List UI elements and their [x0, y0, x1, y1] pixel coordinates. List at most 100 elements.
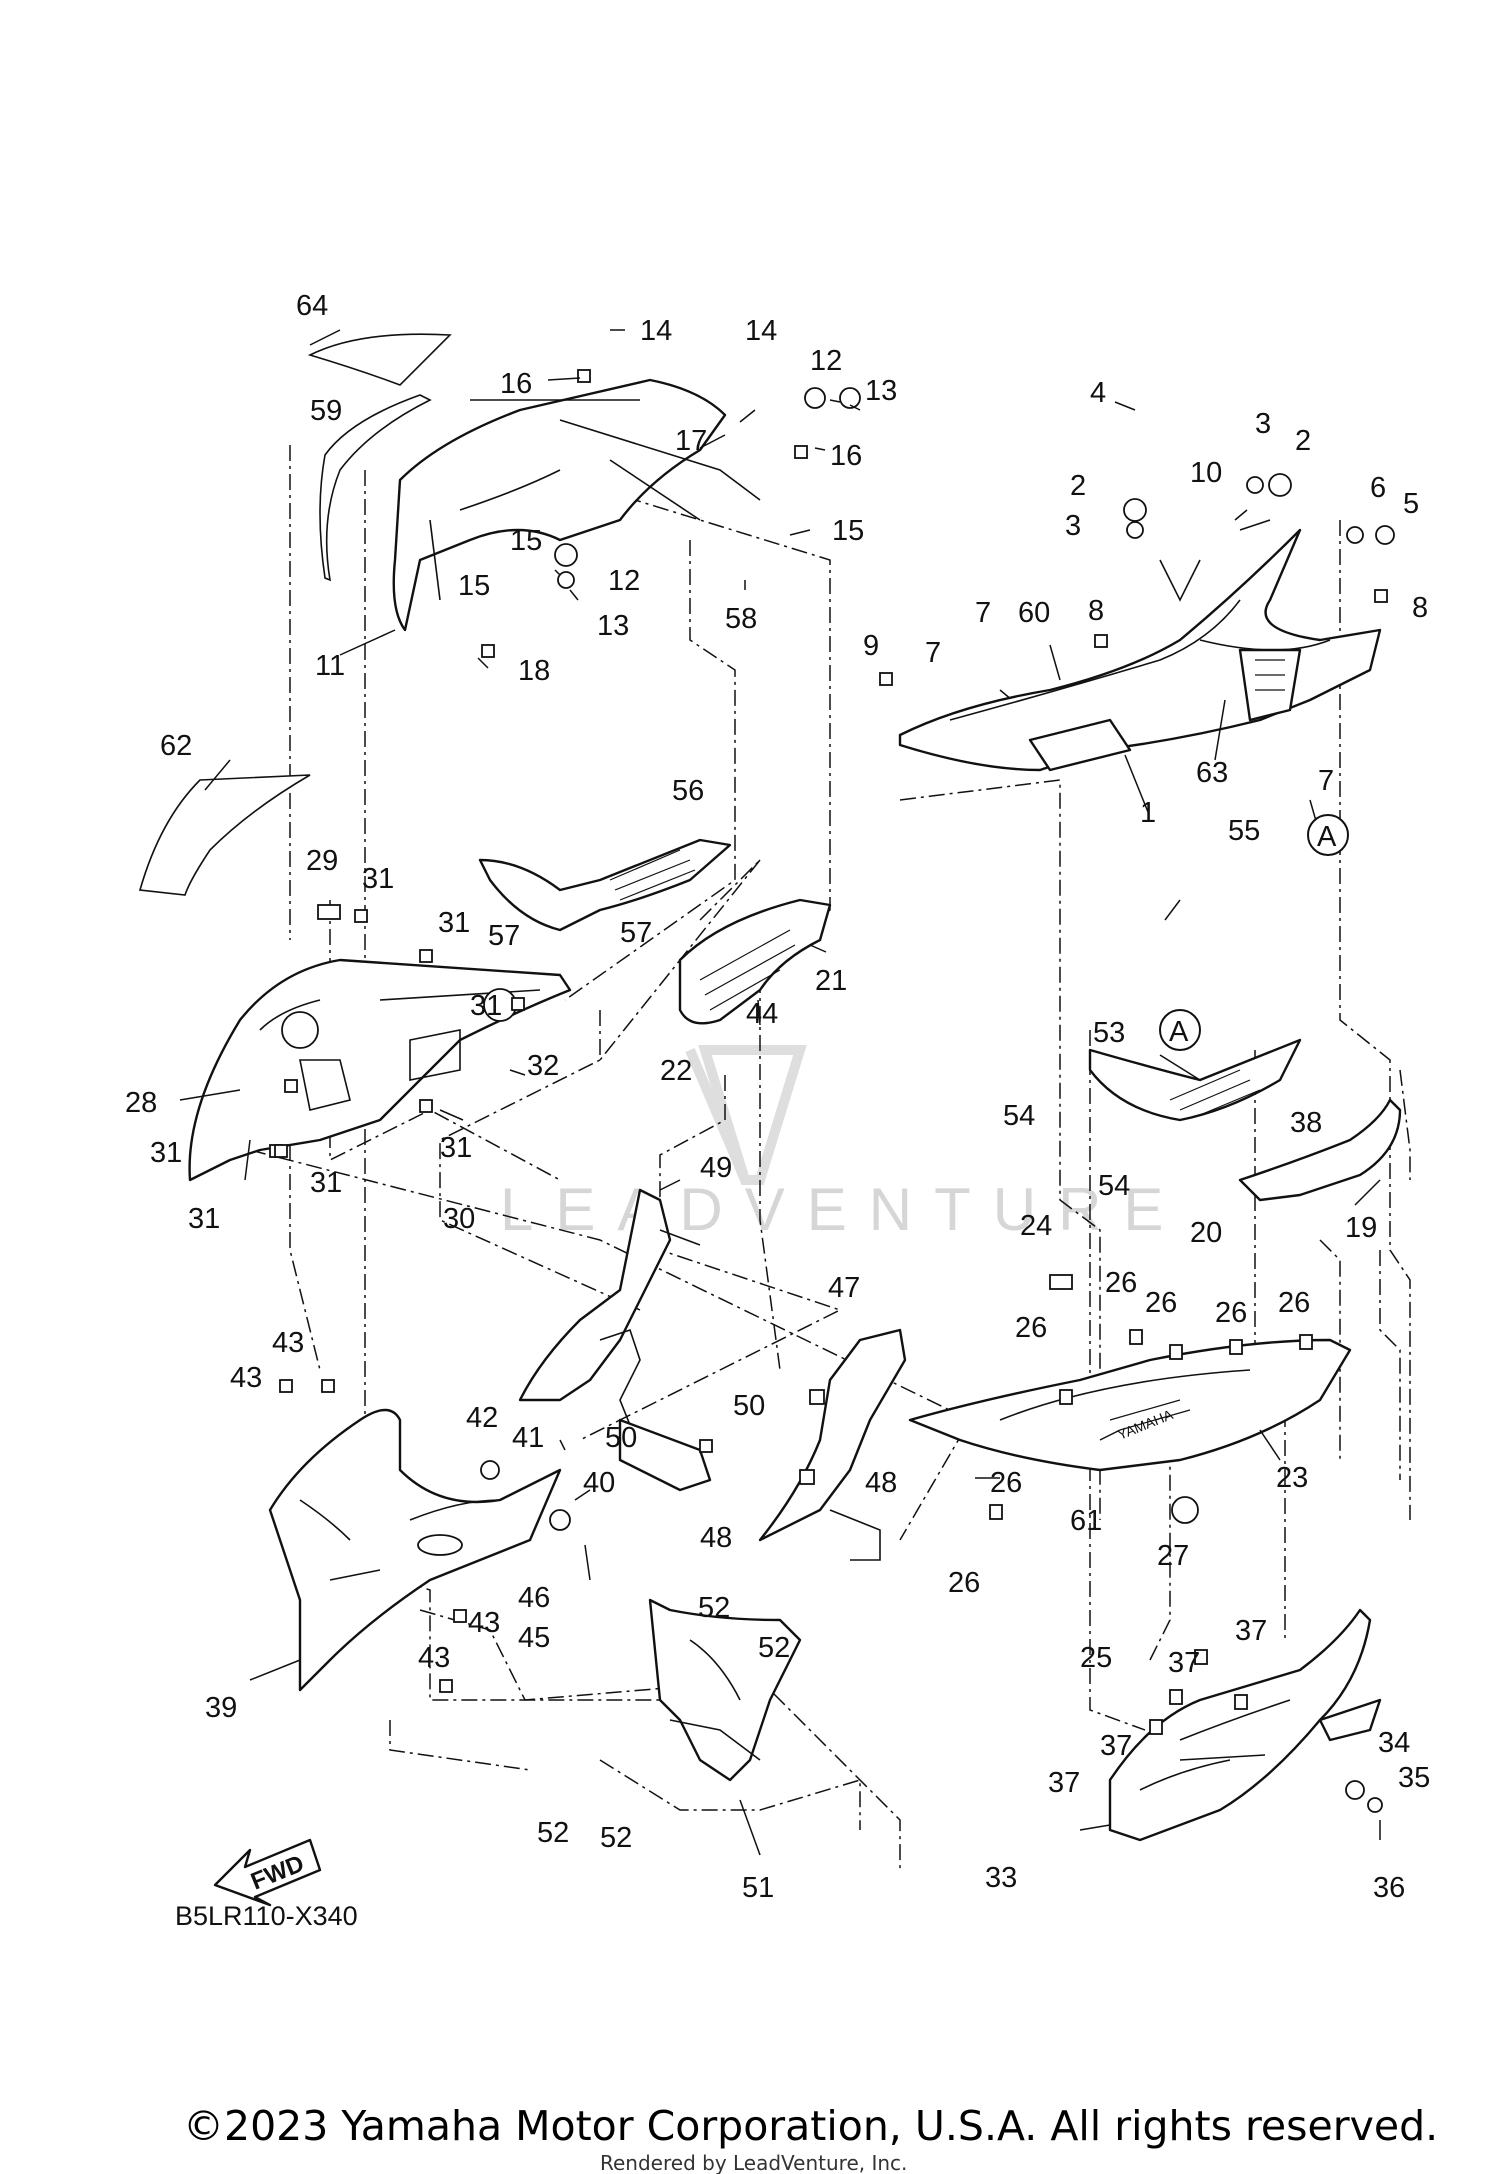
callout-21[interactable]: 21 [815, 965, 847, 997]
callout-31[interactable]: 31 [362, 863, 394, 895]
callout-15[interactable]: 15 [832, 515, 864, 547]
callout-5[interactable]: 5 [1403, 488, 1419, 520]
callout-50[interactable]: 50 [733, 1390, 765, 1422]
callout-4[interactable]: 4 [1090, 377, 1106, 409]
callout-38[interactable]: 38 [1290, 1107, 1322, 1139]
callout-7[interactable]: 7 [925, 637, 941, 669]
callout-15[interactable]: 15 [510, 525, 542, 557]
callout-29[interactable]: 29 [306, 845, 338, 877]
callout-25[interactable]: 25 [1080, 1642, 1112, 1674]
callout-1[interactable]: 1 [1140, 797, 1156, 829]
callout-33[interactable]: 33 [985, 1862, 1017, 1894]
callout-31[interactable]: 31 [310, 1167, 342, 1199]
callout-31[interactable]: 31 [188, 1203, 220, 1235]
callout-6[interactable]: 6 [1370, 472, 1386, 504]
callout-45[interactable]: 45 [518, 1622, 550, 1654]
callout-12[interactable]: 12 [608, 565, 640, 597]
callout-31[interactable]: 31 [440, 1132, 472, 1164]
callout-46[interactable]: 46 [518, 1582, 550, 1614]
callout-8[interactable]: 8 [1412, 592, 1428, 624]
callout-43[interactable]: 43 [418, 1642, 450, 1674]
callout-13[interactable]: 13 [597, 610, 629, 642]
callout-52[interactable]: 52 [758, 1632, 790, 1664]
callout-18[interactable]: 18 [518, 655, 550, 687]
callout-17[interactable]: 17 [675, 425, 707, 457]
callout-26[interactable]: 26 [1278, 1287, 1310, 1319]
callout-51[interactable]: 51 [742, 1872, 774, 1904]
callout-22[interactable]: 22 [660, 1055, 692, 1087]
callout-64[interactable]: 64 [296, 290, 328, 322]
callout-59[interactable]: 59 [310, 395, 342, 427]
callout-37[interactable]: 37 [1100, 1730, 1132, 1762]
callout-52[interactable]: 52 [698, 1592, 730, 1624]
callout-41[interactable]: 41 [512, 1422, 544, 1454]
callout-10[interactable]: 10 [1190, 457, 1222, 489]
callout-7[interactable]: 7 [1318, 765, 1334, 797]
callout-42[interactable]: 42 [466, 1402, 498, 1434]
callout-28[interactable]: 28 [125, 1087, 157, 1119]
callout-14[interactable]: 14 [745, 315, 777, 347]
callout-55[interactable]: 55 [1228, 815, 1260, 847]
callout-54[interactable]: 54 [1098, 1170, 1130, 1202]
callout-32[interactable]: 32 [527, 1050, 559, 1082]
callout-12[interactable]: 12 [810, 345, 842, 377]
callout-14[interactable]: 14 [640, 315, 672, 347]
callout-26[interactable]: 26 [990, 1467, 1022, 1499]
callout-9[interactable]: 9 [863, 630, 879, 662]
callout-27[interactable]: 27 [1157, 1540, 1189, 1572]
callout-36[interactable]: 36 [1373, 1872, 1405, 1904]
callout-34[interactable]: 34 [1378, 1727, 1410, 1759]
callout-43[interactable]: 43 [468, 1607, 500, 1639]
callout-2[interactable]: 2 [1070, 470, 1086, 502]
callout-23[interactable]: 23 [1276, 1462, 1308, 1494]
callout-26[interactable]: 26 [1145, 1287, 1177, 1319]
callout-37[interactable]: 37 [1235, 1615, 1267, 1647]
callout-24[interactable]: 24 [1020, 1210, 1052, 1242]
callout-43[interactable]: 43 [272, 1327, 304, 1359]
callout-20[interactable]: 20 [1190, 1217, 1222, 1249]
callout-61[interactable]: 61 [1070, 1505, 1102, 1537]
callout-3[interactable]: 3 [1065, 510, 1081, 542]
callout-63[interactable]: 63 [1196, 757, 1228, 789]
callout-44[interactable]: 44 [746, 998, 778, 1030]
callout-57[interactable]: 57 [488, 920, 520, 952]
callout-39[interactable]: 39 [205, 1692, 237, 1724]
callout-31[interactable]: 31 [150, 1137, 182, 1169]
callout-48[interactable]: 48 [700, 1522, 732, 1554]
callout-47[interactable]: 47 [828, 1272, 860, 1304]
callout-16[interactable]: 16 [830, 440, 862, 472]
callout-49[interactable]: 49 [700, 1152, 732, 1184]
callout-35[interactable]: 35 [1398, 1762, 1430, 1794]
callout-26[interactable]: 26 [1105, 1267, 1137, 1299]
callout-56[interactable]: 56 [672, 775, 704, 807]
callout-15[interactable]: 15 [458, 570, 490, 602]
callout-2[interactable]: 2 [1295, 425, 1311, 457]
callout-16[interactable]: 16 [500, 368, 532, 400]
callout-8[interactable]: 8 [1088, 595, 1104, 627]
callout-26[interactable]: 26 [1015, 1312, 1047, 1344]
callout-26[interactable]: 26 [1215, 1297, 1247, 1329]
callout-52[interactable]: 52 [600, 1822, 632, 1854]
callout-43[interactable]: 43 [230, 1362, 262, 1394]
callout-58[interactable]: 58 [725, 603, 757, 635]
callout-48[interactable]: 48 [865, 1467, 897, 1499]
callout-40[interactable]: 40 [583, 1467, 615, 1499]
callout-37[interactable]: 37 [1168, 1647, 1200, 1679]
callout-50[interactable]: 50 [605, 1422, 637, 1454]
callout-57[interactable]: 57 [620, 917, 652, 949]
callout-62[interactable]: 62 [160, 730, 192, 762]
callout-53[interactable]: 53 [1093, 1017, 1125, 1049]
callout-11[interactable]: 11 [315, 650, 345, 682]
callout-31[interactable]: 31 [470, 990, 502, 1022]
callout-19[interactable]: 19 [1345, 1212, 1377, 1244]
callout-7[interactable]: 7 [975, 597, 991, 629]
callout-31[interactable]: 31 [438, 907, 470, 939]
callout-13[interactable]: 13 [865, 375, 897, 407]
callout-54[interactable]: 54 [1003, 1100, 1035, 1132]
callout-60[interactable]: 60 [1018, 597, 1050, 629]
callout-30[interactable]: 30 [443, 1203, 475, 1235]
callout-52[interactable]: 52 [537, 1817, 569, 1849]
callout-37[interactable]: 37 [1048, 1767, 1080, 1799]
callout-26[interactable]: 26 [948, 1567, 980, 1599]
callout-3[interactable]: 3 [1255, 408, 1271, 440]
